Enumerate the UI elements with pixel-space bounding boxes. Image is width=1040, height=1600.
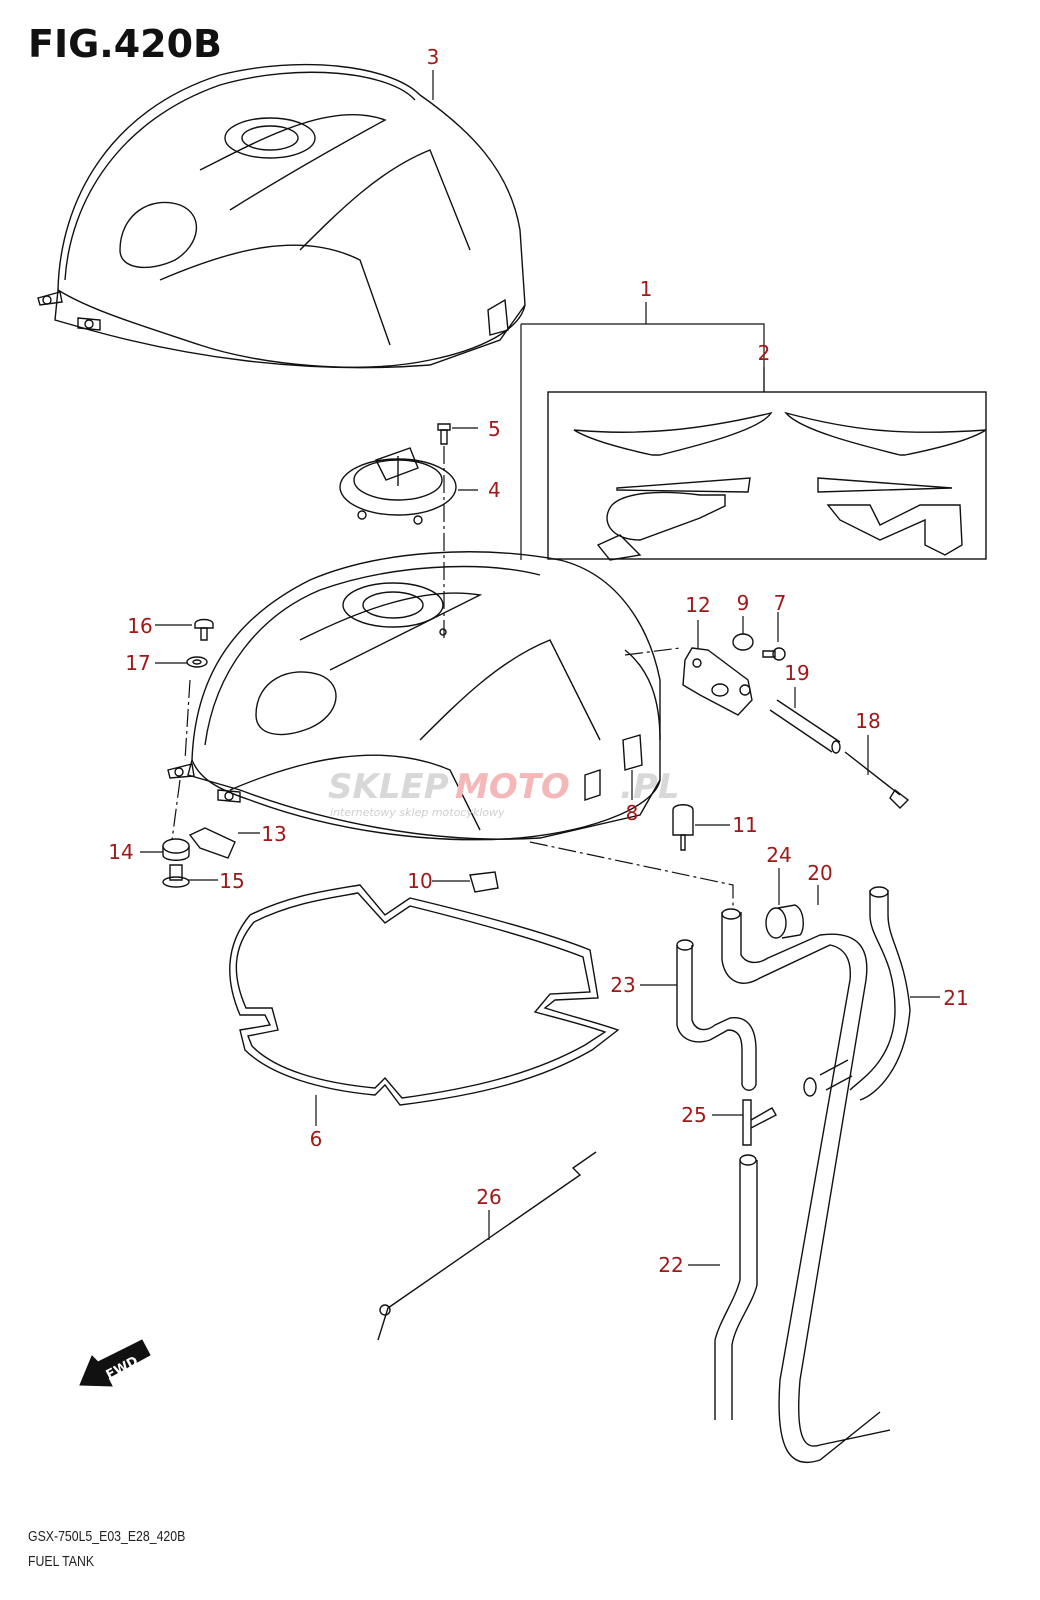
watermark-brand-red: MOTO [455,767,570,807]
part-22-hose[interactable] [714,1154,891,1464]
model-code: GSX-750L5_E03_E28_420B [28,1528,186,1545]
part-13-clamp[interactable] [188,827,236,859]
callout-23[interactable]: 23 [610,973,635,997]
leader-lines [140,70,940,1266]
callout-15[interactable]: 15 [219,869,244,893]
callout-6[interactable]: 6 [310,1127,323,1151]
callout-11[interactable]: 11 [732,813,757,837]
callout-3[interactable]: 3 [427,45,440,69]
callout-2[interactable]: 2 [758,341,771,365]
callout-24[interactable]: 24 [766,843,791,867]
watermark-tagline: internetowy sklep motocyklowy [330,806,505,819]
callout-22[interactable]: 22 [658,1253,683,1277]
callout-16[interactable]: 16 [127,614,152,638]
section-name: FUEL TANK [28,1553,95,1570]
watermark-brand-gray: SKLEP [328,767,449,807]
part-1-2-emblem-set[interactable] [520,302,987,561]
part-10-clip[interactable] [469,871,499,893]
callout-18[interactable]: 18 [855,709,880,733]
part-9-collar[interactable] [732,633,754,651]
part-15-collar[interactable] [162,864,190,888]
callout-21[interactable]: 21 [943,986,968,1010]
callout-5[interactable]: 5 [488,417,501,441]
part-21-hose[interactable] [803,886,911,1101]
callout-8[interactable]: 8 [626,801,639,825]
watermark-suffix: .PL [620,767,680,807]
part-16-bolt[interactable] [194,618,214,641]
main-fuel-tank[interactable] [167,551,661,841]
callout-12[interactable]: 12 [685,593,710,617]
callout-17[interactable]: 17 [125,651,150,675]
callout-4[interactable]: 4 [488,478,501,502]
part-5-screw[interactable] [437,423,478,445]
dashed-link-hose [529,841,734,910]
callout-labels: 3 1 2 5 4 12 9 7 19 18 8 11 16 17 13 14 … [108,45,968,1277]
callout-20[interactable]: 20 [807,861,832,885]
part-7-screw[interactable] [762,647,786,661]
callout-1[interactable]: 1 [640,277,653,301]
watermark: SKLEP MOTO .PL internetowy sklep motocyk… [328,767,680,819]
callout-10[interactable]: 10 [407,869,432,893]
dashed-link-bracket [624,647,681,656]
part-11-fitting[interactable] [672,804,730,851]
fwd-arrow-icon: FWD [79,1339,151,1387]
callout-13[interactable]: 13 [261,822,286,846]
part-20-hose[interactable] [721,908,868,1381]
part-26-rod[interactable] [377,1151,597,1341]
part-14-cushion[interactable] [162,838,190,861]
callout-9[interactable]: 9 [737,591,750,615]
part-4-fuel-cap[interactable] [339,446,478,640]
dashed-link-bolt [184,679,191,761]
part-24-hose-ring[interactable] [765,904,804,939]
callout-14[interactable]: 14 [108,840,133,864]
part-19-spacer-tube[interactable] [769,699,841,754]
part-25-joint[interactable] [742,1099,777,1146]
part-12-bracket[interactable] [682,647,753,716]
part-3-tank-cover[interactable] [37,63,526,369]
part-23-hose[interactable] [676,939,757,1091]
dashed-link-cushion [171,779,181,841]
callout-19[interactable]: 19 [784,661,809,685]
callout-26[interactable]: 26 [476,1185,501,1209]
callout-7[interactable]: 7 [774,591,787,615]
part-6-seal[interactable] [229,884,620,1106]
figure-title: FIG.420B [28,22,223,66]
part-17-washer[interactable] [186,656,208,668]
part-18-bolt[interactable] [844,751,910,809]
callout-25[interactable]: 25 [681,1103,706,1127]
